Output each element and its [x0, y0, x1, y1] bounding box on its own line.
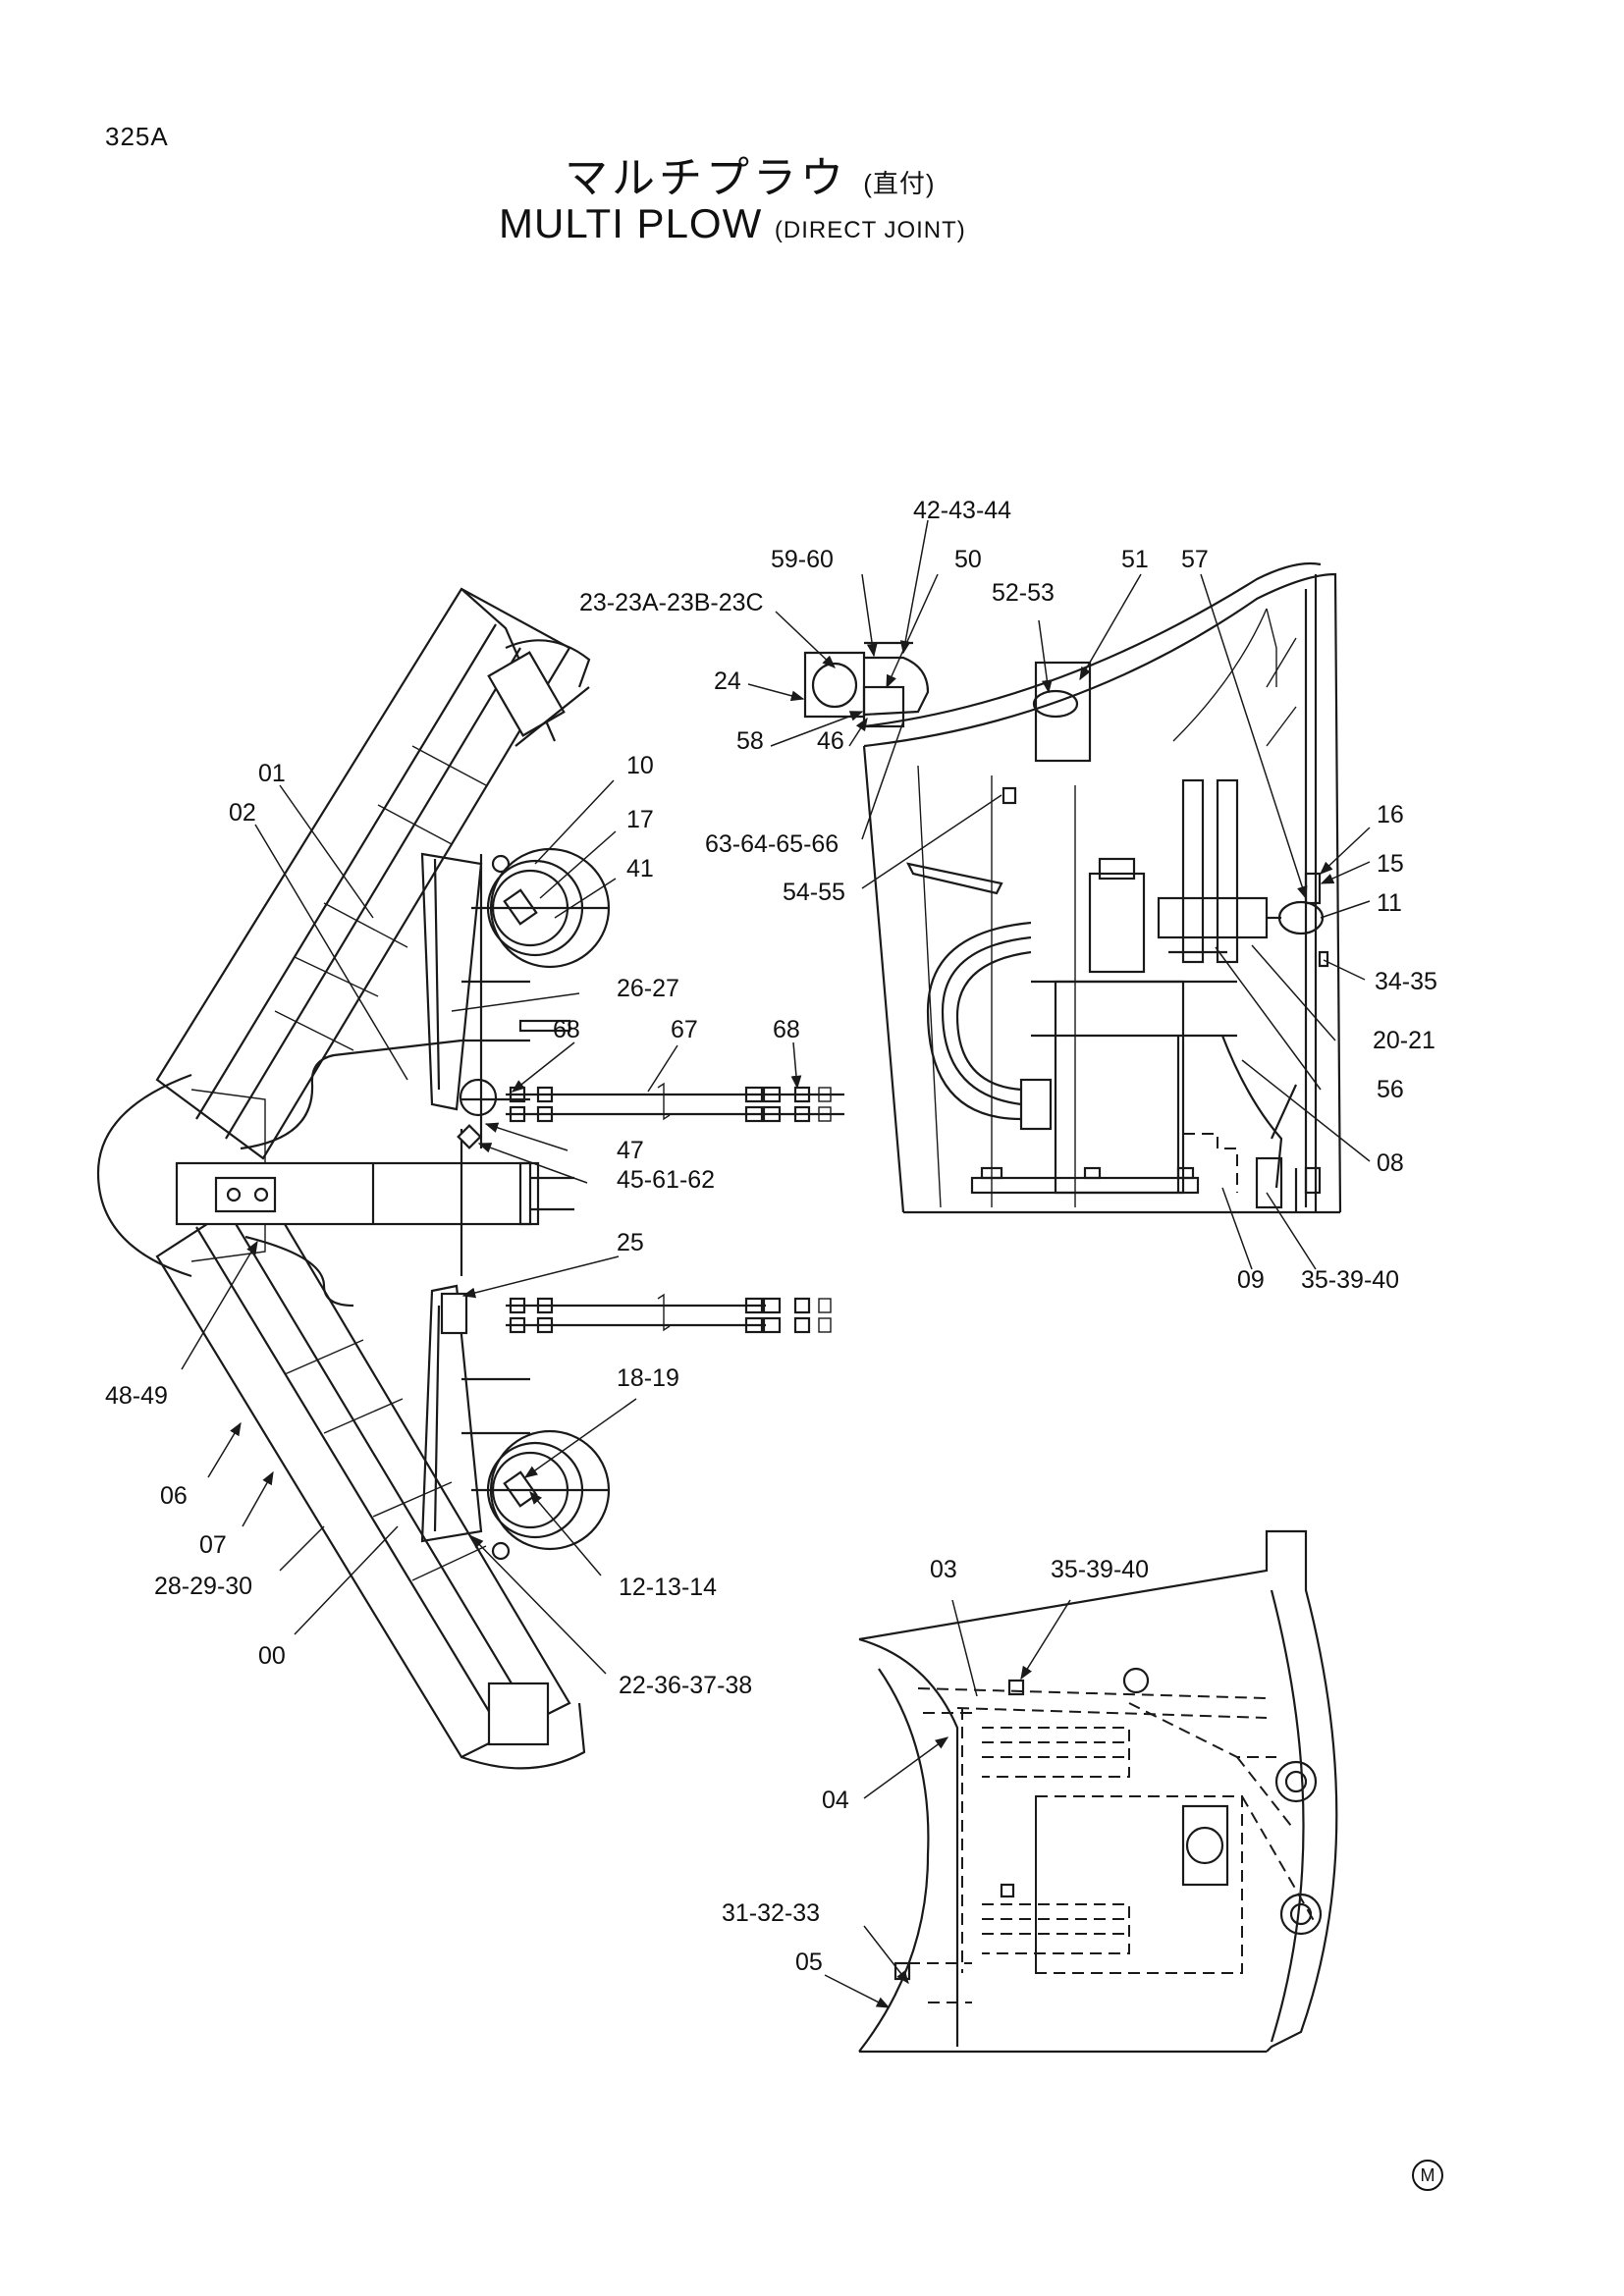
callout-22-36-37-38: 22-36-37-38 [619, 1672, 752, 1699]
callout-01: 01 [258, 760, 286, 787]
plow-frame-view [858, 1529, 1338, 2054]
callout-48-49: 48-49 [105, 1382, 168, 1410]
callout-20-21: 20-21 [1373, 1027, 1435, 1054]
page-id: 325A [105, 122, 169, 151]
hydraulic-hoses [240, 1039, 844, 1334]
callout-42-43-44: 42-43-44 [913, 497, 1011, 524]
footer-mark: M [1412, 2160, 1443, 2191]
callout-12-13-14: 12-13-14 [619, 1574, 717, 1601]
callout-28-29-30: 28-29-30 [154, 1573, 252, 1600]
title-japanese-sub: (直付) [863, 169, 936, 198]
callout-59-60: 59-60 [771, 546, 834, 573]
callout-02: 02 [229, 799, 256, 827]
callout-57: 57 [1181, 546, 1209, 573]
callout-00: 00 [258, 1642, 286, 1670]
callout-31-32-33: 31-32-33 [722, 1899, 820, 1927]
callout-07: 07 [199, 1531, 227, 1559]
callout-51: 51 [1121, 546, 1149, 573]
lower-cylinder-wheel [420, 1284, 611, 1561]
callout-25: 25 [617, 1229, 644, 1256]
callout-67: 67 [671, 1016, 698, 1043]
callout-04: 04 [822, 1787, 849, 1814]
callout-06: 06 [160, 1482, 188, 1510]
callout-35-39-40-lower: 35-39-40 [1051, 1556, 1149, 1583]
callout-50: 50 [954, 546, 982, 573]
title-japanese: マルチプラウ (直付) [565, 142, 936, 205]
callout-45-61-62: 45-61-62 [617, 1166, 715, 1194]
plow-nose [96, 1073, 192, 1278]
callout-52-53: 52-53 [992, 579, 1055, 607]
callout-10: 10 [626, 752, 654, 779]
callout-17: 17 [626, 806, 654, 833]
center-frame [175, 1129, 574, 1276]
title-english-main: MULTI PLOW [499, 200, 763, 246]
callout-23-23a-23b-23c: 23-23A-23B-23C [579, 589, 764, 616]
callout-05: 05 [795, 1949, 823, 1976]
callout-09: 09 [1237, 1266, 1265, 1294]
callout-18-19: 18-19 [617, 1364, 679, 1392]
plow-side-view [803, 561, 1342, 1214]
leader-lines [181, 519, 1371, 2008]
callout-47: 47 [617, 1137, 644, 1164]
callout-41: 41 [626, 855, 654, 882]
callout-63-64-65-66: 63-64-65-66 [705, 830, 839, 858]
callout-08: 08 [1377, 1149, 1404, 1177]
callout-35-39-40-upper: 35-39-40 [1301, 1266, 1399, 1294]
callout-56: 56 [1377, 1076, 1404, 1103]
callout-58: 58 [736, 727, 764, 755]
title-english: MULTI PLOW (DIRECT JOINT) [499, 200, 966, 247]
callout-24: 24 [714, 667, 741, 695]
callout-68-left: 68 [553, 1016, 580, 1043]
callout-16: 16 [1377, 801, 1404, 828]
title-english-sub: (DIRECT JOINT) [774, 217, 966, 243]
callout-54-55: 54-55 [783, 879, 845, 906]
title-japanese-main: マルチプラウ [565, 154, 847, 202]
upper-cylinder-wheel [420, 847, 611, 1148]
callout-03: 03 [930, 1556, 957, 1583]
callout-34-35: 34-35 [1375, 968, 1437, 995]
callout-26-27: 26-27 [617, 975, 679, 1002]
callout-46: 46 [817, 727, 844, 755]
callout-11: 11 [1377, 889, 1402, 917]
upper-blade [155, 587, 591, 1160]
callout-labels: 42-43-44 59-60 50 51 57 52-53 23-23A-23B… [105, 497, 1437, 1976]
callout-15: 15 [1377, 850, 1404, 878]
callout-68-right: 68 [773, 1016, 800, 1043]
